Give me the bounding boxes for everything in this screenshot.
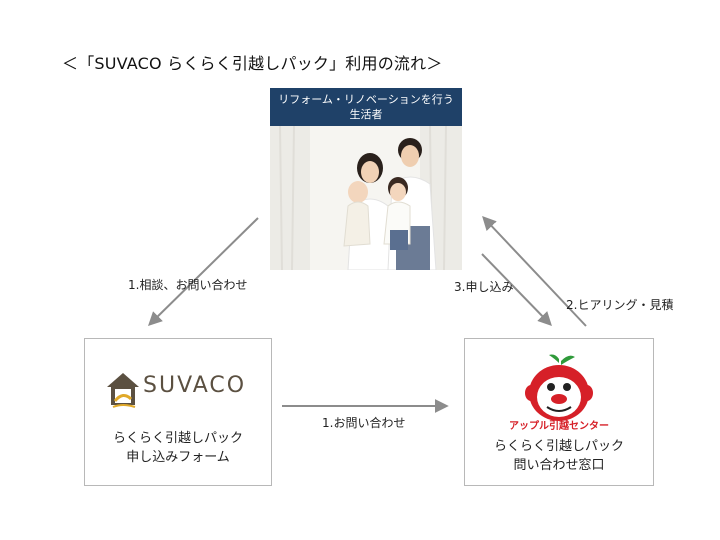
customer-banner: リフォーム・リノベーションを行う 生活者 — [270, 88, 462, 126]
suvaco-logo-icon — [107, 373, 139, 408]
family-photo — [270, 126, 462, 270]
apple-box-text: らくらく引越しパック 問い合わせ窓口 — [465, 437, 653, 475]
apple-brand-text: アップル引越センター — [509, 421, 609, 432]
flow-label-apply: 3.申し込み — [454, 280, 514, 294]
flow-label-consult: 1.相談、お問い合わせ — [128, 278, 248, 292]
customer-banner-line2: 生活者 — [349, 108, 383, 121]
suvaco-line1: らくらく引越しパック — [112, 431, 243, 446]
customer-banner-line1: リフォーム・リノベーションを行う — [278, 93, 454, 106]
suvaco-line2: 申し込みフォーム — [126, 450, 230, 465]
apple-box: アップル引越センター らくらく引越しパック 問い合わせ窓口 — [464, 338, 654, 486]
flow-label-hearing: 2.ヒアリング・見積 — [566, 298, 674, 312]
suvaco-logo-text: SUVACO — [143, 373, 247, 398]
suvaco-box: SUVACO らくらく引越しパック 申し込みフォーム — [84, 338, 272, 486]
apple-line1: らくらく引越しパック — [493, 439, 624, 454]
arrow-consult — [148, 217, 259, 326]
customer-card: リフォーム・リノベーションを行う 生活者 — [270, 88, 462, 270]
page-title: ＜「SUVACO らくらく引越しパック」利用の流れ＞ — [62, 54, 443, 73]
flow-label-inquiry: 1.お問い合わせ — [322, 416, 406, 430]
apple-line2: 問い合わせ窓口 — [513, 458, 605, 473]
monkey-mascot-icon — [525, 354, 593, 421]
suvaco-box-text: らくらく引越しパック 申し込みフォーム — [85, 429, 271, 467]
